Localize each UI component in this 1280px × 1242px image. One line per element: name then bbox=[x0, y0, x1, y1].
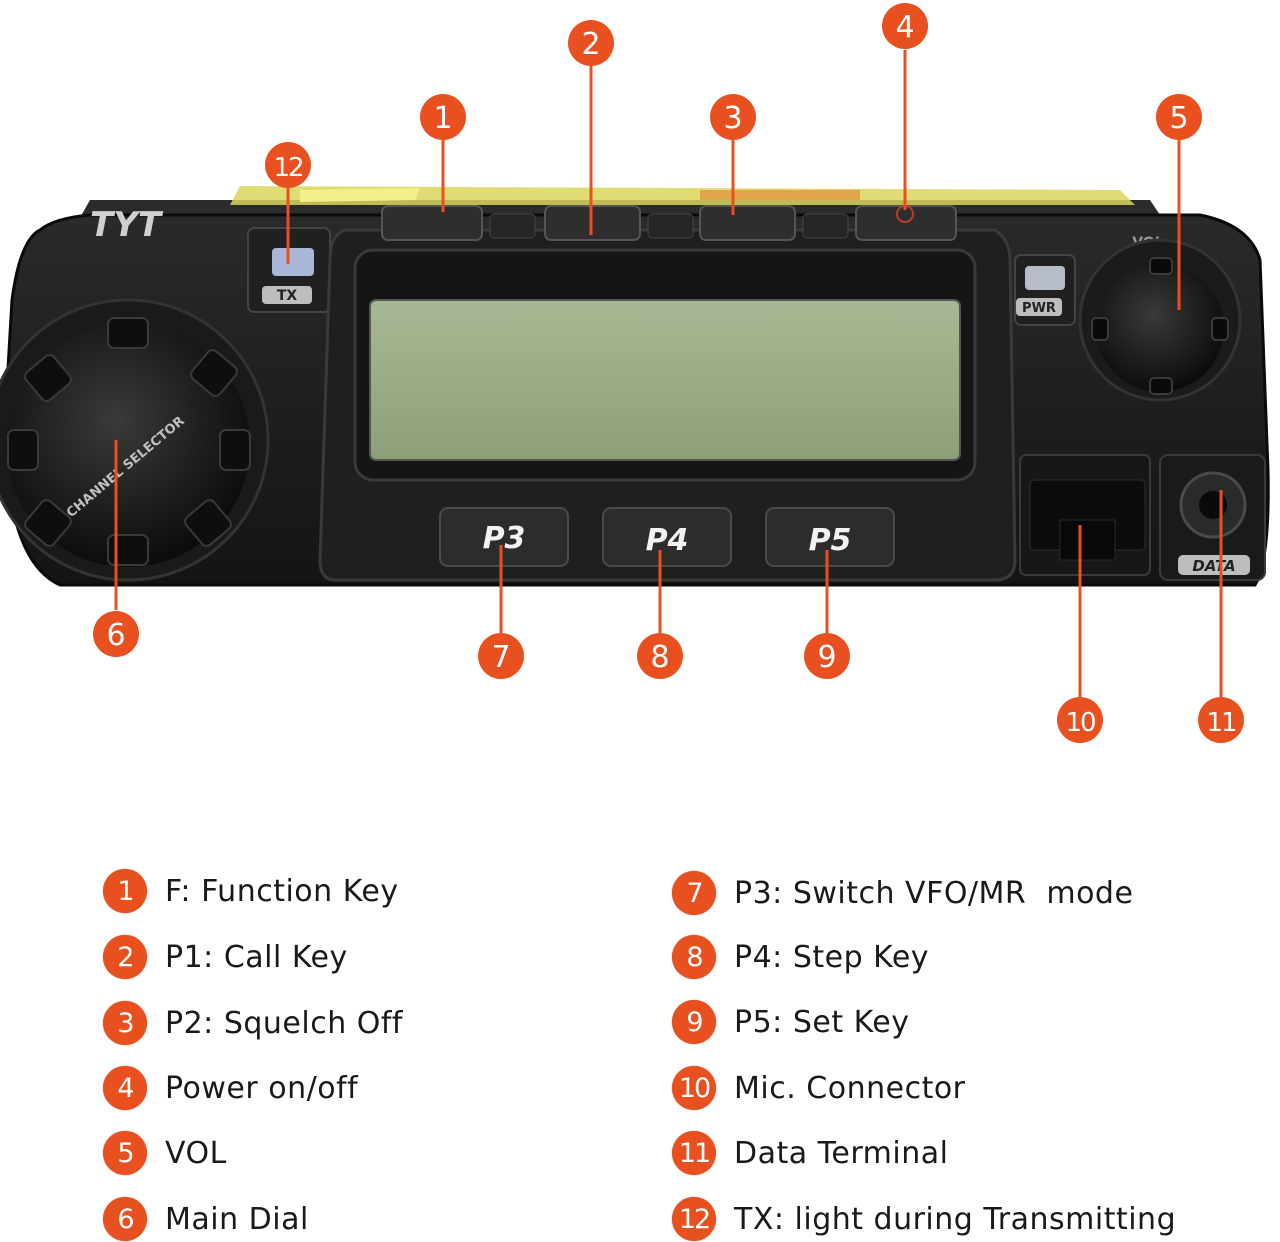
tx-label: TX bbox=[277, 288, 298, 304]
legend-label: Mic. Connector bbox=[734, 1070, 966, 1106]
p3-key-label: P3 bbox=[483, 521, 526, 556]
callout-12: 12 bbox=[265, 142, 311, 188]
legend-number: 4 bbox=[103, 1066, 147, 1110]
svg-text:4: 4 bbox=[895, 10, 914, 45]
legend-item-10: 10 Mic. Connector bbox=[672, 1065, 966, 1111]
pwr-label: PWR bbox=[1022, 301, 1056, 316]
svg-text:11: 11 bbox=[1206, 708, 1236, 738]
legend-item-3: 3 P2: Squelch Off bbox=[103, 1000, 403, 1046]
radio-diagram: TYT TX P3 P4 P5 bbox=[0, 3, 1270, 743]
svg-text:1: 1 bbox=[433, 101, 452, 136]
legend-item-2: 2 P1: Call Key bbox=[103, 934, 348, 980]
callout-7: 7 bbox=[478, 633, 524, 679]
legend-number: 5 bbox=[103, 1131, 147, 1175]
callout-10: 10 bbox=[1057, 697, 1103, 743]
legend-label: Data Terminal bbox=[734, 1135, 949, 1171]
legend-label: VOL bbox=[165, 1135, 227, 1171]
p2-squelch-key[interactable] bbox=[699, 205, 796, 241]
p-keys: P3 P4 P5 bbox=[439, 507, 895, 567]
legend-item-12: 12 TX: light during Transmitting bbox=[672, 1196, 1176, 1242]
mic-connector bbox=[1019, 454, 1151, 576]
legend-item-1: 1 F: Function Key bbox=[103, 868, 399, 914]
callout-5: 5 bbox=[1156, 94, 1202, 140]
legend-number: 10 bbox=[672, 1066, 716, 1110]
legend-label: P2: Squelch Off bbox=[165, 1005, 403, 1041]
svg-text:5: 5 bbox=[1169, 101, 1188, 136]
legend-number: 7 bbox=[672, 871, 716, 915]
svg-text:6: 6 bbox=[106, 618, 125, 653]
callout-8: 8 bbox=[637, 633, 683, 679]
svg-text:3: 3 bbox=[723, 101, 742, 136]
legend-number: 8 bbox=[672, 935, 716, 979]
tx-indicator: TX bbox=[247, 227, 331, 313]
legend-label: F: Function Key bbox=[165, 873, 399, 909]
legend-label: P3: Switch VFO/MR mode bbox=[734, 875, 1134, 911]
svg-text:7: 7 bbox=[491, 640, 510, 675]
power-key[interactable] bbox=[855, 205, 957, 241]
callout-1: 1 bbox=[420, 94, 466, 140]
legend-label: P5: Set Key bbox=[734, 1004, 910, 1040]
legend-item-4: 4 Power on/off bbox=[103, 1065, 358, 1111]
legend-item-6: 6 Main Dial bbox=[103, 1196, 309, 1242]
legend-label: Power on/off bbox=[165, 1070, 359, 1106]
svg-text:9: 9 bbox=[817, 640, 836, 675]
legend-label: TX: light during Transmitting bbox=[734, 1201, 1177, 1237]
callouts: 1 2 3 4 5 6 7 8 9 10 11 12 bbox=[93, 3, 1244, 743]
legend-number: 3 bbox=[103, 1001, 147, 1045]
p5-key-label: P5 bbox=[809, 523, 852, 558]
callout-6: 6 bbox=[93, 611, 139, 657]
callout-3: 3 bbox=[710, 94, 756, 140]
lcd-display bbox=[369, 299, 961, 461]
legend-label: P4: Step Key bbox=[734, 939, 930, 975]
legend-item-11: 11 Data Terminal bbox=[672, 1130, 948, 1176]
legend-item-5: 5 VOL bbox=[103, 1130, 227, 1176]
p3-key[interactable] bbox=[439, 507, 569, 567]
callout-lines bbox=[114, 50, 1223, 697]
volume-knob[interactable] bbox=[1078, 238, 1242, 402]
p5-key[interactable] bbox=[765, 507, 895, 567]
legend-number: 1 bbox=[103, 869, 147, 913]
function-key[interactable] bbox=[381, 205, 483, 241]
data-label: DATA bbox=[1192, 557, 1235, 575]
main-dial[interactable]: CHANNEL SELECTOR bbox=[0, 298, 270, 582]
svg-text:12: 12 bbox=[273, 153, 302, 183]
legend-number: 12 bbox=[672, 1197, 716, 1241]
brand-logo: TYT bbox=[90, 205, 164, 245]
svg-text:8: 8 bbox=[650, 640, 669, 675]
legend-item-8: 8 P4: Step Key bbox=[672, 934, 929, 980]
p4-key-label: P4 bbox=[646, 523, 689, 558]
callout-11: 11 bbox=[1198, 697, 1244, 743]
legend-item-7: 7 P3: Switch VFO/MR mode bbox=[672, 870, 1133, 916]
data-terminal: DATA bbox=[1159, 454, 1266, 581]
legend-number: 6 bbox=[103, 1197, 147, 1241]
legend: 1 F: Function Key 2 P1: Call Key 3 P2: S… bbox=[0, 860, 1280, 1242]
svg-text:10: 10 bbox=[1065, 708, 1095, 738]
legend-number: 2 bbox=[103, 935, 147, 979]
legend-item-9: 9 P5: Set Key bbox=[672, 999, 910, 1045]
legend-number: 9 bbox=[672, 1000, 716, 1044]
legend-label: P1: Call Key bbox=[165, 939, 348, 975]
pwr-indicator: PWR bbox=[1014, 254, 1076, 326]
p4-key[interactable] bbox=[602, 507, 732, 567]
callout-9: 9 bbox=[804, 633, 850, 679]
callout-4: 4 bbox=[882, 3, 928, 49]
legend-number: 11 bbox=[672, 1131, 716, 1175]
legend-label: Main Dial bbox=[165, 1201, 309, 1237]
callout-2: 2 bbox=[568, 20, 614, 66]
svg-text:2: 2 bbox=[581, 27, 600, 62]
